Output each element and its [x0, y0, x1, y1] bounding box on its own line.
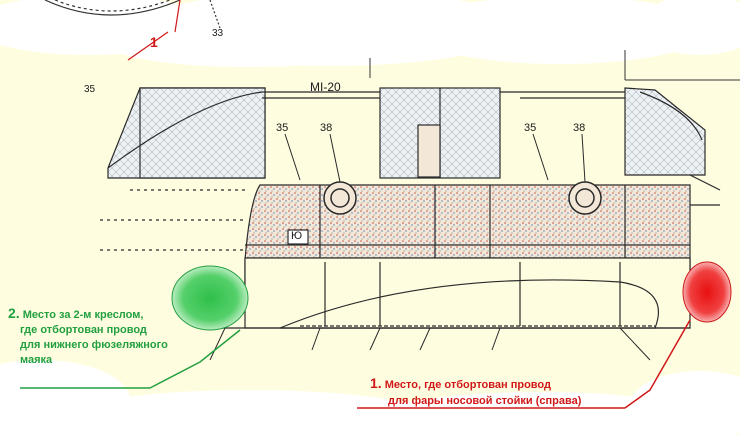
red-callout-line1: Место, где отбортован провод	[384, 379, 551, 391]
green-callout-line2: где отбортован провод	[20, 324, 147, 336]
red-marker	[357, 261, 732, 409]
green-callout-line1: Место за 2-м креслом,	[22, 309, 144, 321]
model-label: MI-20	[310, 80, 341, 94]
green-marker	[149, 265, 249, 389]
red-callout-line2: для фары носовой стойки (справа)	[388, 395, 582, 407]
number-leaders	[209, 133, 651, 361]
frame-rings	[323, 181, 602, 215]
upper-panels	[107, 87, 706, 179]
section-mark-label: Ю	[291, 230, 303, 242]
station-label-35-left: 35	[276, 122, 289, 134]
top-callout-number: 1	[150, 34, 158, 50]
station-label-38-right: 38	[573, 122, 586, 134]
ref-number-label: 35	[84, 84, 96, 95]
red-callout-number: 1.	[370, 375, 382, 391]
top-ruler-marks	[369, 50, 740, 81]
green-callout-line3: для нижнего фюзеляжного	[20, 339, 168, 351]
top-wheel-fragment	[44, 0, 221, 61]
green-callout-number: 2.	[8, 305, 20, 321]
green-callout: 2. Место за 2-м креслом, где отбортован …	[8, 306, 208, 368]
green-callout-line4: маяка	[20, 354, 53, 366]
station-label-38-left: 38	[320, 122, 333, 134]
station-label-33: 33	[212, 28, 224, 39]
station-label-35-right: 35	[524, 122, 537, 134]
lower-keel	[100, 189, 691, 329]
red-callout: 1. Место, где отбортован провод для фары…	[370, 375, 650, 409]
